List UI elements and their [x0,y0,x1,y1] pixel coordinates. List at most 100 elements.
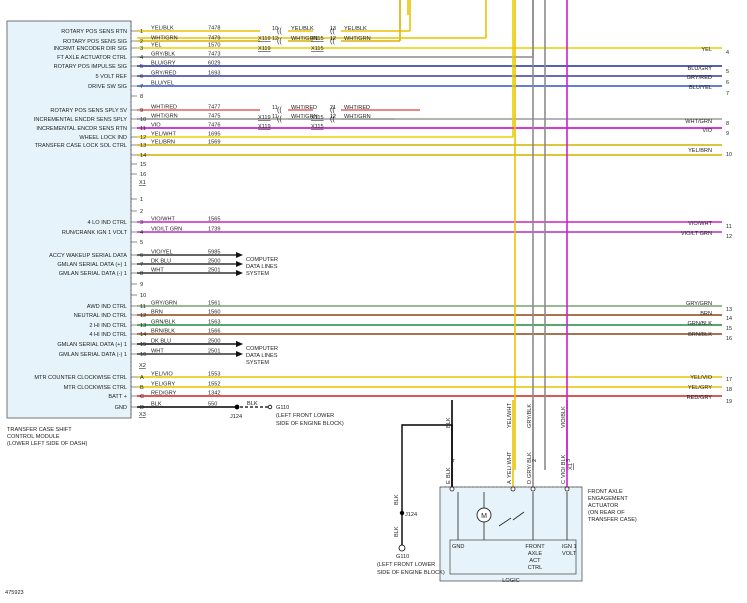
right-wire-label: YEL/VIO [690,375,712,381]
module-box [6,20,132,419]
circuit-number: 1693 [208,71,220,77]
pin-label: GMLAN SERIAL DATA (+) 1 [57,342,127,348]
actuator-pin-terminal [564,486,570,492]
pin-number: 2 [140,39,143,45]
splice-wire-label: WHT/GRN [291,36,318,42]
right-wire-label: YEL [701,47,712,53]
right-wire-label: YEL/BRN [688,148,712,154]
pin-label: 4 LO IND CTRL [88,220,127,226]
pin-number: 5 [140,240,143,246]
splice-connector: X115 [311,36,324,42]
splice-name: J124 [405,512,417,518]
internal-ign-label: VOLT [562,551,577,557]
internal-ctrl-label: CTRL [528,565,543,571]
switch-symbol [498,517,512,527]
splice-cavity: 12 [330,114,336,120]
ref-number: 6 [726,80,729,86]
circuit-number: 7477 [208,105,220,111]
internal-ctrl-label: FRONT [525,544,545,550]
circuit-number: 1552 [208,382,220,388]
ground-symbol [398,544,406,552]
circuit-number: 6029 [208,61,220,67]
circuit-number: 550 [208,402,217,408]
right-wire-label: VIO [702,128,712,134]
right-wire-label: WHT/GRN [685,119,712,125]
ref-number: 15 [726,326,732,332]
ground-name: G110 [396,554,409,560]
motor-label: M [481,513,487,520]
actuator-title-line: TRANSFER CASE) [588,517,637,523]
pin-number: 16 [140,172,146,178]
arrow-head [236,351,243,357]
actuator-pin-wire: GRY/ BLK [527,452,533,478]
pin-label: INCREMENTAL ENCDR SENS SPLY [34,117,127,123]
wire-color-label: YEL/BLK [151,26,174,32]
pin-number: D [140,405,144,411]
splice-cavity: 10 [272,26,278,32]
splice-symbol: (( [277,28,282,35]
pin-number: 3 [140,220,143,226]
pin-number: 9 [140,282,143,288]
wire-color-label: YEL/GRY [151,382,175,388]
circuit-number: 1695 [208,132,220,138]
splice-connector: X115 [311,124,324,130]
ref-number: 14 [726,316,732,322]
wire-color-label: WHT [151,268,164,274]
actuator-title-line: (ON REAR OF [588,510,625,516]
arrow-head [236,261,243,267]
wire-color-label: DK BLU [151,339,171,345]
splice-symbol: (( [330,38,335,45]
circuit-number: 1563 [208,320,220,326]
pin-number: 14 [140,153,146,159]
ref-number: 17 [726,377,732,383]
pin-label: BATT + [108,394,127,400]
ref-number: 16 [726,336,732,342]
wire-color-label: GRY/RED [151,71,176,77]
splice-wire-label: YEL/BLK [291,26,314,32]
splice-cavity: 21 [330,105,336,111]
ref-number: 10 [726,152,732,158]
pin-number: 5 [140,64,143,70]
right-wire-label: YEL/GRY [688,385,712,391]
pin-number: 14 [140,332,146,338]
pin-label: NEUTRAL IND CTRL [74,313,127,319]
ref-number: 18 [726,387,732,393]
pin-number: A [140,375,144,381]
data-lines-label: DATA LINES [246,353,278,359]
splice-cavity: 13 [330,26,336,32]
wire-layer [137,0,722,552]
pin-label: MTR COUNTER CLOCKWISE CTRL [34,375,127,381]
wire-color-label: YEL [151,43,162,49]
pin-number: 15 [140,342,146,348]
ref-number: 11 [726,224,732,230]
circuit-number: 7476 [208,123,220,129]
actuator-pin-terminal [510,486,516,492]
splice-wire-label: WHT/GRN [291,114,318,120]
right-wire-label: VIO/WHT [688,221,713,227]
pin-number: 15 [140,162,146,168]
pin-number: 3 [140,46,143,52]
ref-number: 5 [726,69,729,75]
pin-label: MTR CLOCKWISE CTRL [64,385,127,391]
circuit-number: 1570 [208,43,220,49]
pin-label: ROTARY POS IMPULSE SIG [54,64,127,70]
pin-number: 16 [140,352,146,358]
right-wire-label: RED/GRY [687,395,713,401]
pin-number: 11 [140,126,146,132]
pin-label: ROTARY POS SENS SIG [63,39,127,45]
actuator-pin-letter: A [507,480,513,484]
pin-label: RUN/CRANK IGN 1 VOLT [62,230,128,236]
right-wire-label: VIO/LT GRN [681,231,712,237]
pin-number: 1 [140,197,143,203]
circuit-number: 1553 [208,372,220,378]
actuator-top-wire: YEL/WHT [507,403,513,428]
splice-wire-label: WHT/RED [291,105,317,111]
module-name-line: TRANSFER CASE SHIFT [7,427,72,433]
pin-number: 13 [140,323,146,329]
actuator-top-wire: BLK [446,417,452,428]
right-wire-label: GRY/RED [687,75,712,81]
splice-cavity: 12 [330,36,336,42]
wire-color-label: GRN/BLK [151,320,176,326]
pin-label: 5 VOLT REF [96,74,128,80]
pin-number: 11 [140,304,146,310]
